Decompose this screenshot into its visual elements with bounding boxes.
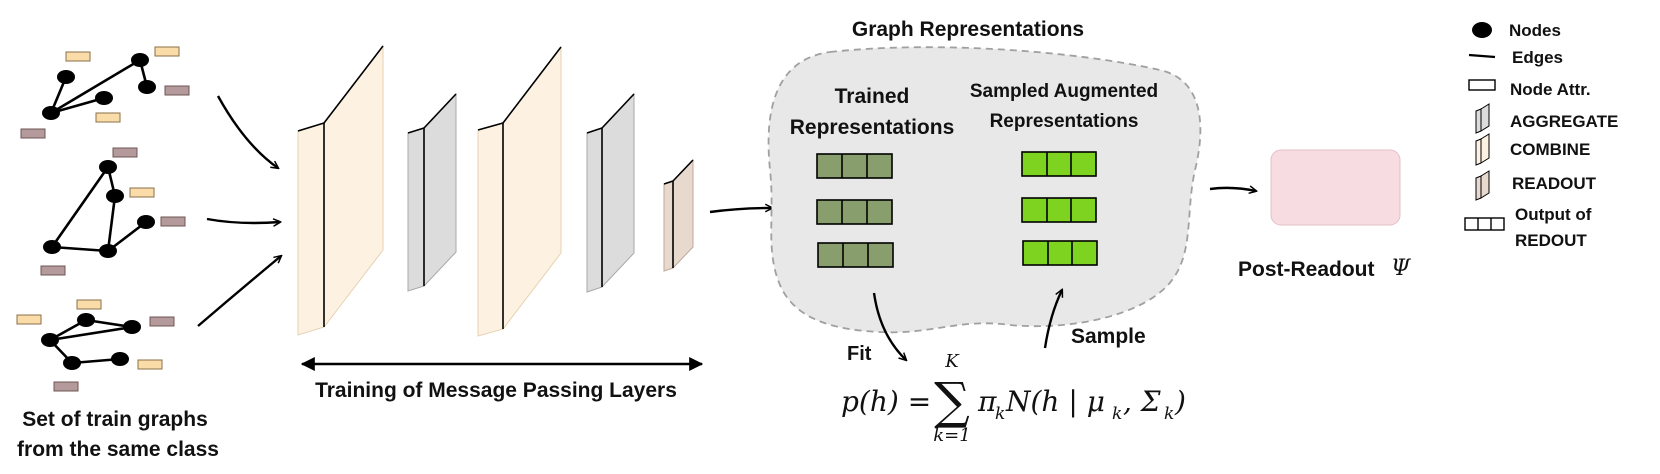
legend-label-output-line2: REDOUT	[1515, 231, 1587, 250]
post-readout-label: Post-Readout	[1238, 258, 1375, 281]
legend-label-edges: Edges	[1512, 48, 1563, 67]
sample-arrow	[1043, 290, 1062, 349]
node-attr-yellow	[16, 314, 42, 325]
sampled-vector	[1021, 197, 1097, 223]
node-attr-icon	[1468, 79, 1496, 91]
node-attr-mauve	[40, 265, 66, 276]
trained-vector	[816, 199, 893, 225]
input-arrow-1	[216, 95, 278, 168]
aggregate-icon	[1475, 103, 1490, 134]
legend-label-output-line1: Output of	[1515, 205, 1592, 224]
legend-label-combine: COMBINE	[1510, 140, 1590, 159]
trained-vector	[816, 153, 893, 179]
output-icon	[1464, 217, 1505, 231]
post-readout-box	[1270, 149, 1401, 226]
combine-layer-1	[297, 44, 384, 336]
formula-close: )	[1174, 385, 1186, 418]
node-attr-mauve	[164, 85, 190, 96]
formula-mu-sub: k	[1112, 404, 1122, 424]
node-attr-mauve	[53, 381, 79, 392]
formula-lhs: p(h) =	[841, 385, 931, 418]
graph-node	[99, 160, 117, 174]
gmm-formula: p(h) = K ∑ k=1 π k N(h | μ k , Σ k )	[841, 351, 1186, 446]
input-arrows	[197, 95, 281, 327]
formula-sum-lower: k=1	[933, 425, 970, 446]
legend: Nodes Edges Node Attr. AGGREGATE COMBINE…	[1464, 21, 1618, 250]
input-arrow-2	[206, 217, 280, 223]
graph-node	[43, 240, 61, 254]
legend-label-aggregate: AGGREGATE	[1510, 112, 1618, 131]
sampled-vectors	[1021, 151, 1098, 266]
node-attr-mauve	[112, 147, 138, 158]
trained-label-line1: Trained	[835, 85, 910, 108]
formula-pi: π	[977, 385, 997, 418]
input-arrow-3	[197, 256, 281, 327]
node-icon	[1472, 22, 1492, 38]
train-graphs-label-line2: from the same class	[17, 438, 219, 461]
train-graph-1	[20, 46, 190, 139]
readout-layer	[663, 158, 694, 272]
graph-node	[63, 356, 81, 370]
message-passing-layers	[297, 44, 694, 337]
node-attr-yellow	[137, 359, 163, 370]
node-attr-mauve	[20, 128, 46, 139]
fit-label: Fit	[847, 343, 872, 365]
node-attr-mauve	[149, 316, 175, 327]
representations-to-post-readout-arrow	[1209, 188, 1256, 191]
trained-label-line2: Representations	[790, 116, 955, 139]
aggregate-layer-2	[586, 92, 635, 293]
formula-pi-sub: k	[995, 404, 1005, 424]
formula-sigma-sub: k	[1164, 404, 1174, 424]
train-graphs: Set of train graphs from the same class	[16, 46, 219, 461]
legend-label-readout: READOUT	[1512, 174, 1597, 193]
node-attr-yellow	[129, 187, 155, 198]
graph-node	[138, 80, 156, 94]
fit-arrow	[872, 292, 906, 360]
graph-node	[137, 215, 155, 229]
legend-label-nodes: Nodes	[1509, 21, 1561, 40]
formula-sum-upper: K	[944, 351, 960, 372]
node-attr-mauve	[160, 216, 186, 227]
legend-label-node-attr: Node Attr.	[1510, 80, 1591, 99]
edge-icon	[1468, 53, 1496, 59]
graph-node	[41, 333, 59, 347]
trained-vectors	[816, 153, 894, 268]
readout-to-representations-arrow	[709, 208, 772, 214]
graph-node	[111, 352, 129, 366]
node-attr-yellow	[65, 51, 91, 62]
graph-node	[131, 53, 149, 67]
aggregate-layer-1	[407, 92, 457, 292]
node-attr-yellow	[76, 299, 102, 310]
sampled-vector	[1021, 151, 1097, 177]
post-readout-symbol: Ψ	[1391, 256, 1411, 281]
node-attr-yellow	[154, 46, 180, 57]
readout-icon	[1475, 170, 1490, 201]
combine-layer-2	[477, 45, 562, 337]
training-layers-label: Training of Message Passing Layers	[315, 379, 677, 402]
train-graph-2	[40, 147, 186, 276]
sampled-label-line2: Representations	[990, 111, 1139, 132]
sampled-vector	[1022, 240, 1098, 266]
graph-node	[123, 320, 141, 334]
formula-normal: N(h | μ	[1005, 385, 1105, 418]
graph-node	[95, 91, 113, 105]
sample-label: Sample	[1071, 325, 1146, 348]
graph-node	[99, 244, 117, 258]
train-graphs-label-line1: Set of train graphs	[22, 408, 208, 431]
node-attr-yellow	[95, 112, 121, 123]
graph-node	[42, 106, 60, 120]
combine-icon	[1475, 133, 1490, 166]
formula-sum-sign: ∑	[934, 372, 970, 430]
graph-node	[57, 70, 75, 84]
sampled-label-line1: Sampled Augmented	[970, 81, 1158, 102]
formula-sigma: , Σ	[1123, 385, 1161, 418]
graph-node	[106, 189, 124, 203]
graph-node	[77, 313, 95, 327]
graph-representations-title: Graph Representations	[852, 18, 1084, 41]
trained-vector	[817, 242, 894, 268]
train-graph-3	[16, 299, 175, 392]
